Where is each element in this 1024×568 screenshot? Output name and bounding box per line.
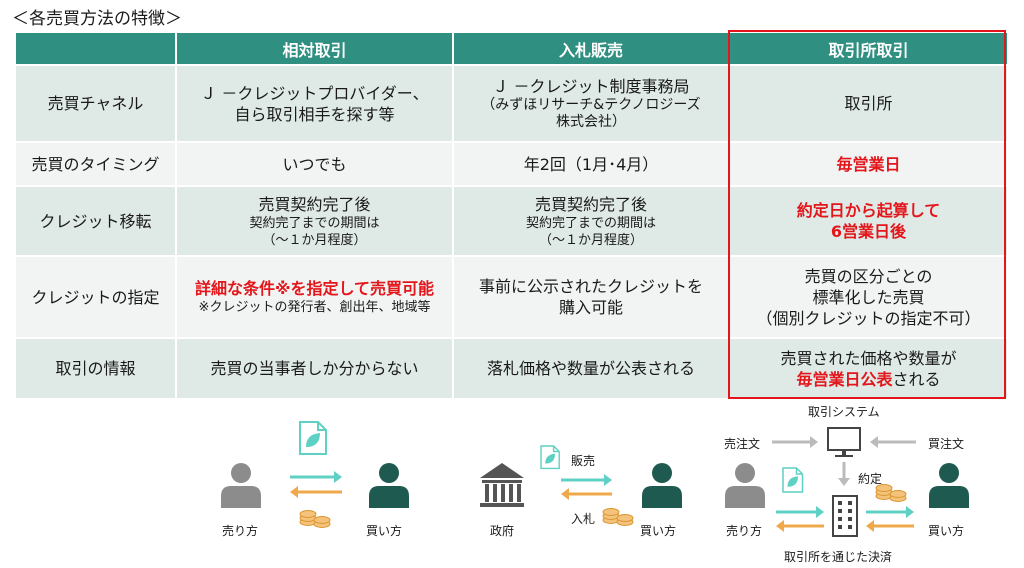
cell: 詳細な条件※を指定して売買可能 ※クレジットの発行者、創出年、地域等 (175, 255, 454, 339)
buy-order-label: 買注文 (928, 437, 965, 451)
coins-icon (875, 484, 907, 502)
cell: 落札価格や数量が公表される (452, 337, 730, 400)
buy-order-arrow-icon (870, 436, 916, 448)
row-label: 取引の情報 (14, 337, 177, 400)
execution-label: 約定 (858, 472, 883, 486)
table-row: 売買チャネル Ｊ －クレジットプロバイダー、 自ら取引相手を探す等 Ｊ －クレジ… (14, 64, 1009, 143)
exchange-buyer-label: 買い方 (928, 524, 965, 538)
cell: 年2回（1月･4月） (452, 141, 730, 187)
row-label: 売買のタイミング (14, 141, 177, 187)
cell: 毎営業日 (728, 141, 1009, 187)
cell: 売買契約完了後 契約完了までの期間は （～１か月程度） (175, 185, 454, 257)
credit-document-icon (299, 421, 327, 455)
execution-arrow-down-icon (838, 462, 850, 486)
cell: いつでも (175, 141, 454, 187)
buyer-person-icon (929, 463, 969, 508)
credit-document-icon (540, 445, 560, 470)
cell: Ｊ －クレジットプロバイダー、 自ら取引相手を探す等 (175, 64, 454, 143)
buyer-person-icon (642, 463, 682, 508)
bid-arrow-left-icon (561, 488, 612, 500)
buyer-credit-arrow-icon (866, 506, 914, 518)
page-title: ＜各売買方法の特徴＞ (12, 9, 182, 29)
settlement-label: 取引所を通じた決済 (784, 550, 893, 564)
credit-document-icon (782, 467, 804, 493)
cell: 売買された価格や数量が 毎営業日公表される (728, 337, 1009, 400)
exchange-seller-label: 売り方 (726, 524, 763, 538)
header-relative: 相対取引 (175, 31, 454, 66)
header-empty (14, 31, 177, 66)
exchange-system-label: 取引システム (808, 405, 880, 419)
table-row: 取引の情報 売買の当事者しか分からない 落札価格や数量が公表される 売買された価… (14, 337, 1009, 400)
row-label: クレジットの指定 (14, 255, 177, 339)
header-auction: 入札販売 (452, 31, 730, 66)
payment-arrow-left-icon (290, 486, 342, 498)
exchange-building-icon (832, 495, 858, 537)
credit-arrow-right-icon (290, 471, 342, 483)
cell: Ｊ －クレジット制度事務局 （みずほリサーチ&テクノロジーズ 株式会社） (452, 64, 730, 143)
seller-person-icon (725, 463, 765, 508)
seller-credit-arrow-icon (776, 506, 824, 518)
table-row: クレジットの指定 詳細な条件※を指定して売買可能 ※クレジットの発行者、創出年、… (14, 255, 1009, 339)
cell: 売買の区分ごとの 標準化した売買 （個別クレジットの指定不可） (728, 255, 1009, 339)
cell: 取引所 (728, 64, 1009, 143)
monitor-icon (827, 427, 861, 457)
relative-seller-label: 売り方 (222, 524, 259, 538)
sell-order-arrow-icon (772, 436, 818, 448)
relative-buyer-label: 買い方 (366, 524, 403, 538)
row-label: 売買チャネル (14, 64, 177, 143)
table-row: 売買のタイミング いつでも 年2回（1月･4月） 毎営業日 (14, 141, 1009, 187)
cell: 売買の当事者しか分からない (175, 337, 454, 400)
cell: 事前に公示されたクレジットを 購入可能 (452, 255, 730, 339)
auction-sell-label: 販売 (571, 454, 596, 468)
buyer-payment-arrow-icon (866, 520, 914, 532)
cell: 約定日から起算して 6営業日後 (728, 185, 1009, 257)
header-exchange: 取引所取引 (728, 31, 1009, 66)
seller-payment-arrow-icon (776, 520, 824, 532)
auction-bid-label: 入札 (571, 512, 596, 526)
sell-order-label: 売注文 (724, 437, 761, 451)
coins-icon (299, 510, 331, 528)
coins-icon (602, 508, 634, 526)
government-building-icon (480, 463, 524, 507)
seller-person-icon (221, 463, 261, 508)
row-label: クレジット移転 (14, 185, 177, 257)
buyer-person-icon (369, 463, 409, 508)
sale-arrow-right-icon (561, 474, 612, 486)
auction-buyer-label: 買い方 (640, 524, 677, 538)
auction-govt-label: 政府 (490, 524, 515, 538)
